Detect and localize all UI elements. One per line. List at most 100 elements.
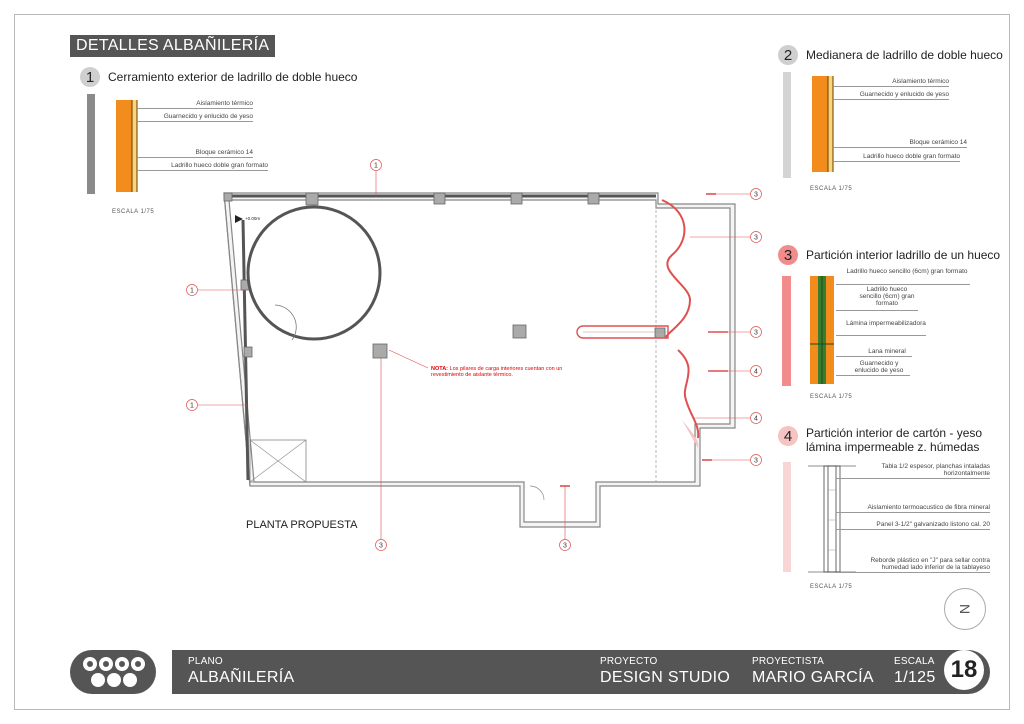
leader xyxy=(836,478,990,479)
section-1-bar xyxy=(87,94,95,194)
callout-3: 3 xyxy=(750,231,762,243)
section-3-label-3: Lámina impermeabilizadora xyxy=(846,320,926,327)
title-block: PLANO ALBAÑILERÍA PROYECTO DESIGN STUDIO… xyxy=(70,650,990,694)
logo xyxy=(70,650,156,694)
section-1-escala: ESCALA 1/75 xyxy=(112,209,155,215)
section-3-header: 3 Partición interior ladrillo de un huec… xyxy=(778,245,1000,265)
svg-text:3: 3 xyxy=(754,458,758,465)
section-2-label-2: Guarnecido y enlucido de yeso xyxy=(859,91,949,98)
section-1-title: Cerramiento exterior de ladrillo de dobl… xyxy=(108,70,358,84)
callout-4: 4 xyxy=(750,365,762,377)
svg-text:1: 1 xyxy=(190,403,194,410)
svg-text:4: 4 xyxy=(754,416,758,423)
page-title: DETALLES ALBAÑILERÍA xyxy=(70,35,276,57)
north-symbol: N xyxy=(957,603,973,615)
plan-note-bold: NOTA: xyxy=(431,366,449,372)
section-1-label-2: Guarnecido y enlucido de yeso xyxy=(163,113,253,120)
section-1-wall-detail xyxy=(116,100,138,192)
section-4-title-line-2: lámina impermeable z. húmedas xyxy=(806,440,980,454)
leader xyxy=(836,310,918,311)
proyecto-value: DESIGN STUDIO xyxy=(600,669,731,686)
section-3-label-4: Lana mineral xyxy=(868,348,906,355)
leader xyxy=(836,572,990,573)
level-marker: +0.00m xyxy=(245,216,260,221)
plan-note: NOTA: Los pilares de carga interiores cu… xyxy=(431,366,571,378)
section-1-label-3: Bloque cerámico 14 xyxy=(195,149,253,156)
section-4-badge: 4 xyxy=(778,426,798,446)
leader xyxy=(836,335,926,336)
drawing-sheet-border xyxy=(14,14,1010,710)
section-2-label-4: Ladrillo hueco doble gran formato xyxy=(863,153,960,160)
section-2-badge: 2 xyxy=(778,45,798,65)
callout-1: 1 xyxy=(186,284,198,296)
leader xyxy=(137,108,253,109)
svg-text:4: 4 xyxy=(754,369,758,376)
section-2-label-3: Bloque cerámico 14 xyxy=(909,139,967,146)
leader xyxy=(836,356,912,357)
svg-text:3: 3 xyxy=(754,192,758,199)
plano-value: ALBAÑILERÍA xyxy=(188,669,295,686)
proyectista-value: MARIO GARCÍA xyxy=(752,669,874,686)
plan-callouts: 1 1 1 3 3 3 4 4 3 3 3 xyxy=(186,159,762,551)
section-4-label-2: Aislamiento termoacustico de fibra miner… xyxy=(867,504,990,511)
callout-1: 1 xyxy=(370,159,382,171)
section-3-label-2: Ladrillo hueco sencillo (6cm) gran forma… xyxy=(859,286,915,307)
logo-circles-icon xyxy=(83,657,145,687)
callout-3: 3 xyxy=(750,188,762,200)
leader xyxy=(137,157,253,158)
plan-note-text: Los pilares de carga interiores cuentan … xyxy=(431,366,563,378)
section-1-label-4: Ladrillo hueco doble gran formato xyxy=(171,162,268,169)
proyectista-label: PROYECTISTA xyxy=(752,656,825,667)
section-4-label-3: Panel 3-1/2" galvanizado listono cal. 20 xyxy=(876,521,990,528)
section-4-title-line-1: Partición interior de cartón - yeso xyxy=(806,426,983,440)
callout-1: 1 xyxy=(186,399,198,411)
svg-text:3: 3 xyxy=(379,543,383,550)
leader xyxy=(836,529,990,530)
leader xyxy=(137,170,268,171)
leader xyxy=(836,284,970,285)
svg-text:1: 1 xyxy=(190,288,194,295)
section-3-label-1: Ladrillo hueco sencillo (6cm) gran forma… xyxy=(846,268,968,275)
section-4-label-1: Tabla 1/2 espesor, planchas intaladas ho… xyxy=(881,463,990,477)
callout-3: 3 xyxy=(559,539,571,551)
section-4-title: Partición interior de cartón - yeso lámi… xyxy=(806,426,982,454)
callout-3: 3 xyxy=(750,326,762,338)
callout-3: 3 xyxy=(375,539,387,551)
plano-label: PLANO xyxy=(188,656,223,667)
section-4-escala: ESCALA 1/75 xyxy=(810,584,853,590)
leader xyxy=(833,99,949,100)
leader xyxy=(137,121,253,122)
escala-label: ESCALA xyxy=(894,656,935,667)
section-2-bar xyxy=(783,72,791,178)
proyecto-label: PROYECTO xyxy=(600,656,658,667)
leader xyxy=(836,375,910,376)
north-arrow-icon: N xyxy=(944,588,986,630)
section-1-header: 1 Cerramiento exterior de ladrillo de do… xyxy=(80,67,357,87)
section-3-bar xyxy=(782,276,791,386)
section-1-label-1: Aislamiento térmico xyxy=(196,100,253,107)
section-3-title: Partición interior ladrillo de un hueco xyxy=(806,248,1001,262)
section-2-escala: ESCALA 1/75 xyxy=(810,186,853,192)
callout-3: 3 xyxy=(750,454,762,466)
section-1-badge: 1 xyxy=(80,67,100,87)
leader xyxy=(833,147,967,148)
sheet-number: 18 xyxy=(944,650,984,690)
section-3-wall-detail xyxy=(810,276,834,384)
leader xyxy=(833,161,960,162)
section-3-badge: 3 xyxy=(778,245,798,265)
title-band: PLANO ALBAÑILERÍA PROYECTO DESIGN STUDIO… xyxy=(172,650,990,694)
callout-4: 4 xyxy=(750,412,762,424)
svg-text:3: 3 xyxy=(563,543,567,550)
escala-value: 1/125 xyxy=(894,669,936,686)
section-3-escala: ESCALA 1/75 xyxy=(810,394,853,400)
section-2-label-1: Aislamiento térmico xyxy=(892,78,949,85)
section-4-bar xyxy=(783,462,791,572)
section-3-label-5: Guarnecido y enlucido de yeso xyxy=(854,360,904,374)
section-2-header: 2 Medianera de ladrillo de doble hueco xyxy=(778,45,1003,65)
svg-text:1: 1 xyxy=(374,163,378,170)
leader xyxy=(836,512,990,513)
plan-label: PLANTA PROPUESTA xyxy=(246,519,358,531)
section-4-header: 4 Partición interior de cartón - yeso lá… xyxy=(778,426,982,454)
svg-text:3: 3 xyxy=(754,330,758,337)
